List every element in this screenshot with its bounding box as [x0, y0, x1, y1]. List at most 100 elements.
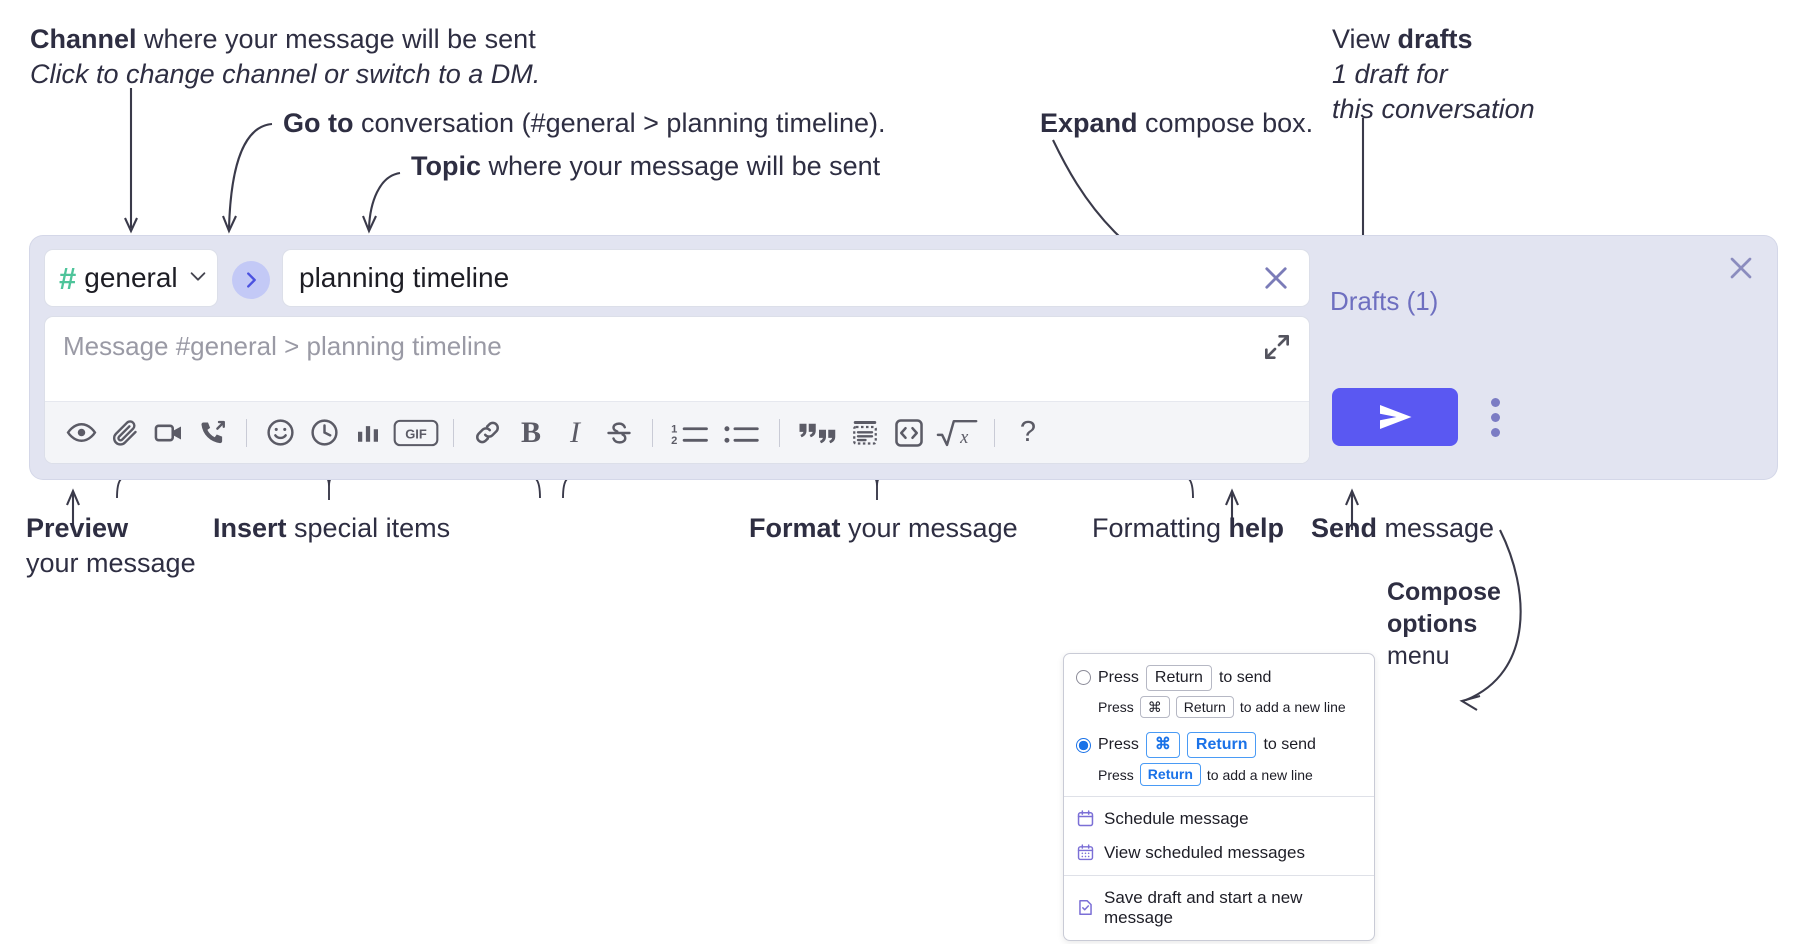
goto-conversation-button[interactable] [232, 261, 270, 299]
gif-icon[interactable]: GIF [390, 411, 442, 455]
radio-button-selected[interactable] [1076, 737, 1091, 753]
bulleted-list-icon[interactable] [716, 411, 768, 455]
strikethrough-icon[interactable] [597, 411, 641, 455]
menu-group-schedule: Schedule message View scheduled messages [1064, 797, 1374, 875]
key-return: Return [1175, 695, 1234, 719]
sub-tail-label: to add a new line [1239, 699, 1346, 716]
sub-press-label: Press [1098, 766, 1134, 783]
annotation-preview-bold: Preview [26, 513, 129, 543]
kebab-dot [1490, 397, 1500, 407]
chevron-right-icon [247, 272, 256, 288]
topic-field[interactable]: planning timeline [282, 249, 1310, 307]
emoji-icon[interactable] [258, 411, 302, 455]
expand-compose-button[interactable] [1261, 331, 1293, 370]
radio-press-label: Press [1098, 736, 1139, 754]
italic-icon[interactable]: I [570, 415, 580, 449]
video-camera-icon[interactable] [147, 411, 191, 455]
annotation-help-bold: help [1228, 513, 1285, 543]
menu-item-save-draft[interactable]: Save draft and start a new message [1064, 881, 1374, 935]
svg-text:1: 1 [671, 423, 677, 435]
annotation-formatting-help: Formatting help [1092, 511, 1412, 546]
send-button[interactable] [1332, 388, 1458, 446]
radio-option-cmd-return[interactable]: Press ⌘ Return to send [1064, 730, 1374, 760]
menu-item-schedule-message[interactable]: Schedule message [1064, 802, 1374, 836]
annotation-send-rest: message [1377, 513, 1495, 543]
menu-divider [1064, 874, 1374, 876]
toolbar-divider [652, 418, 653, 447]
compose-options-button[interactable] [1482, 396, 1508, 438]
annotation-insert-rest: special items [286, 513, 451, 543]
menu-item-view-scheduled-messages[interactable]: View scheduled messages [1064, 836, 1374, 870]
bold-icon[interactable]: B [520, 415, 541, 449]
blockquote-icon[interactable] [791, 411, 843, 455]
annotation-compose-options: Compose options menu [1387, 576, 1627, 672]
radio-tail-label: to send [1263, 736, 1316, 754]
annotation-drafts-italic-1: 1 draft for [1332, 59, 1448, 90]
annotation-drafts-bold: drafts [1397, 24, 1473, 54]
topic-clear-button[interactable] [1259, 261, 1293, 295]
annotation-expand-rest: compose box. [1137, 108, 1314, 138]
clock-icon[interactable] [302, 411, 346, 455]
annotation-goto-bold: Go to [283, 108, 354, 138]
radio-button[interactable] [1076, 670, 1091, 686]
toolbar-divider [453, 418, 454, 447]
close-x-icon [1265, 267, 1287, 289]
attachment-icon[interactable] [103, 411, 147, 455]
svg-text:GIF: GIF [405, 426, 427, 441]
drafts-link[interactable]: Drafts (1) [1330, 286, 1439, 316]
message-placeholder: Message #general > planning timeline [63, 331, 502, 361]
key-cmd: ⌘ [1145, 732, 1180, 759]
compose-panel: # general planning timeline Message #gen… [30, 236, 1777, 479]
annotation-topic-bold: Topic [411, 151, 481, 181]
hash-icon: # [59, 260, 76, 296]
annotation-drafts-plain: View [1332, 24, 1398, 54]
file-check-icon [1076, 898, 1095, 917]
annotation-drafts-italic-2: this conversation [1332, 94, 1535, 125]
sub-press-label: Press [1098, 699, 1134, 716]
menu-group-draft: Save draft and start a new message [1064, 876, 1374, 940]
expand-arrows-icon [1265, 335, 1289, 359]
toolbar-divider [994, 418, 995, 447]
annotation-preview-line2: your message [26, 548, 196, 579]
annotation-preview: Preview your message [26, 511, 246, 581]
radio-option-cmd-return-sub: Press Return to add a new line [1064, 760, 1374, 789]
link-icon[interactable] [465, 411, 509, 455]
math-icon[interactable]: x [931, 411, 983, 455]
calendar-icon [1076, 809, 1095, 828]
radio-option-return[interactable]: Press Return to send [1064, 663, 1374, 693]
svg-text:x: x [959, 426, 969, 446]
message-input[interactable]: Message #general > planning timeline [45, 317, 1309, 401]
channel-name: general [84, 262, 178, 293]
bar-chart-icon[interactable] [346, 411, 390, 455]
channel-selector[interactable]: # general [44, 249, 218, 307]
panel-close-button[interactable] [1723, 250, 1759, 291]
annotation-compose-line2: options [1387, 610, 1478, 638]
preview-icon[interactable] [59, 411, 103, 455]
code-block-icon[interactable] [843, 411, 887, 455]
chevron-down-icon [187, 265, 209, 292]
send-paper-plane-icon [1380, 405, 1412, 429]
toolbar-divider [246, 418, 247, 447]
help-icon[interactable]: ? [1019, 416, 1037, 448]
annotation-topic-rest: where your message will be sent [481, 151, 881, 181]
menu-item-label: Schedule message [1104, 808, 1249, 828]
annotation-format-bold: Format [749, 513, 841, 543]
annotation-channel-italic: Click to change channel or switch to a D… [30, 59, 541, 90]
key-cmd: ⌘ [1139, 695, 1170, 719]
annotation-format-rest: your message [840, 513, 1018, 543]
annotation-send-bold: Send [1311, 513, 1378, 543]
annotation-compose-line1: Compose [1387, 578, 1501, 606]
inline-code-icon[interactable] [887, 411, 931, 455]
annotation-insert: Insert special items [213, 511, 633, 546]
sub-tail-label: to add a new line [1206, 766, 1313, 783]
annotation-expand: Expand compose box. [1040, 106, 1460, 141]
annotation-help-plain: Formatting [1092, 513, 1229, 543]
message-compose-area: Message #general > planning timeline [44, 316, 1310, 464]
key-return: Return [1186, 732, 1257, 759]
menu-item-label: View scheduled messages [1104, 842, 1305, 862]
phone-call-icon[interactable] [191, 411, 235, 455]
annotation-channel-bold: Channel [30, 24, 137, 54]
radio-tail-label: to send [1218, 668, 1272, 686]
